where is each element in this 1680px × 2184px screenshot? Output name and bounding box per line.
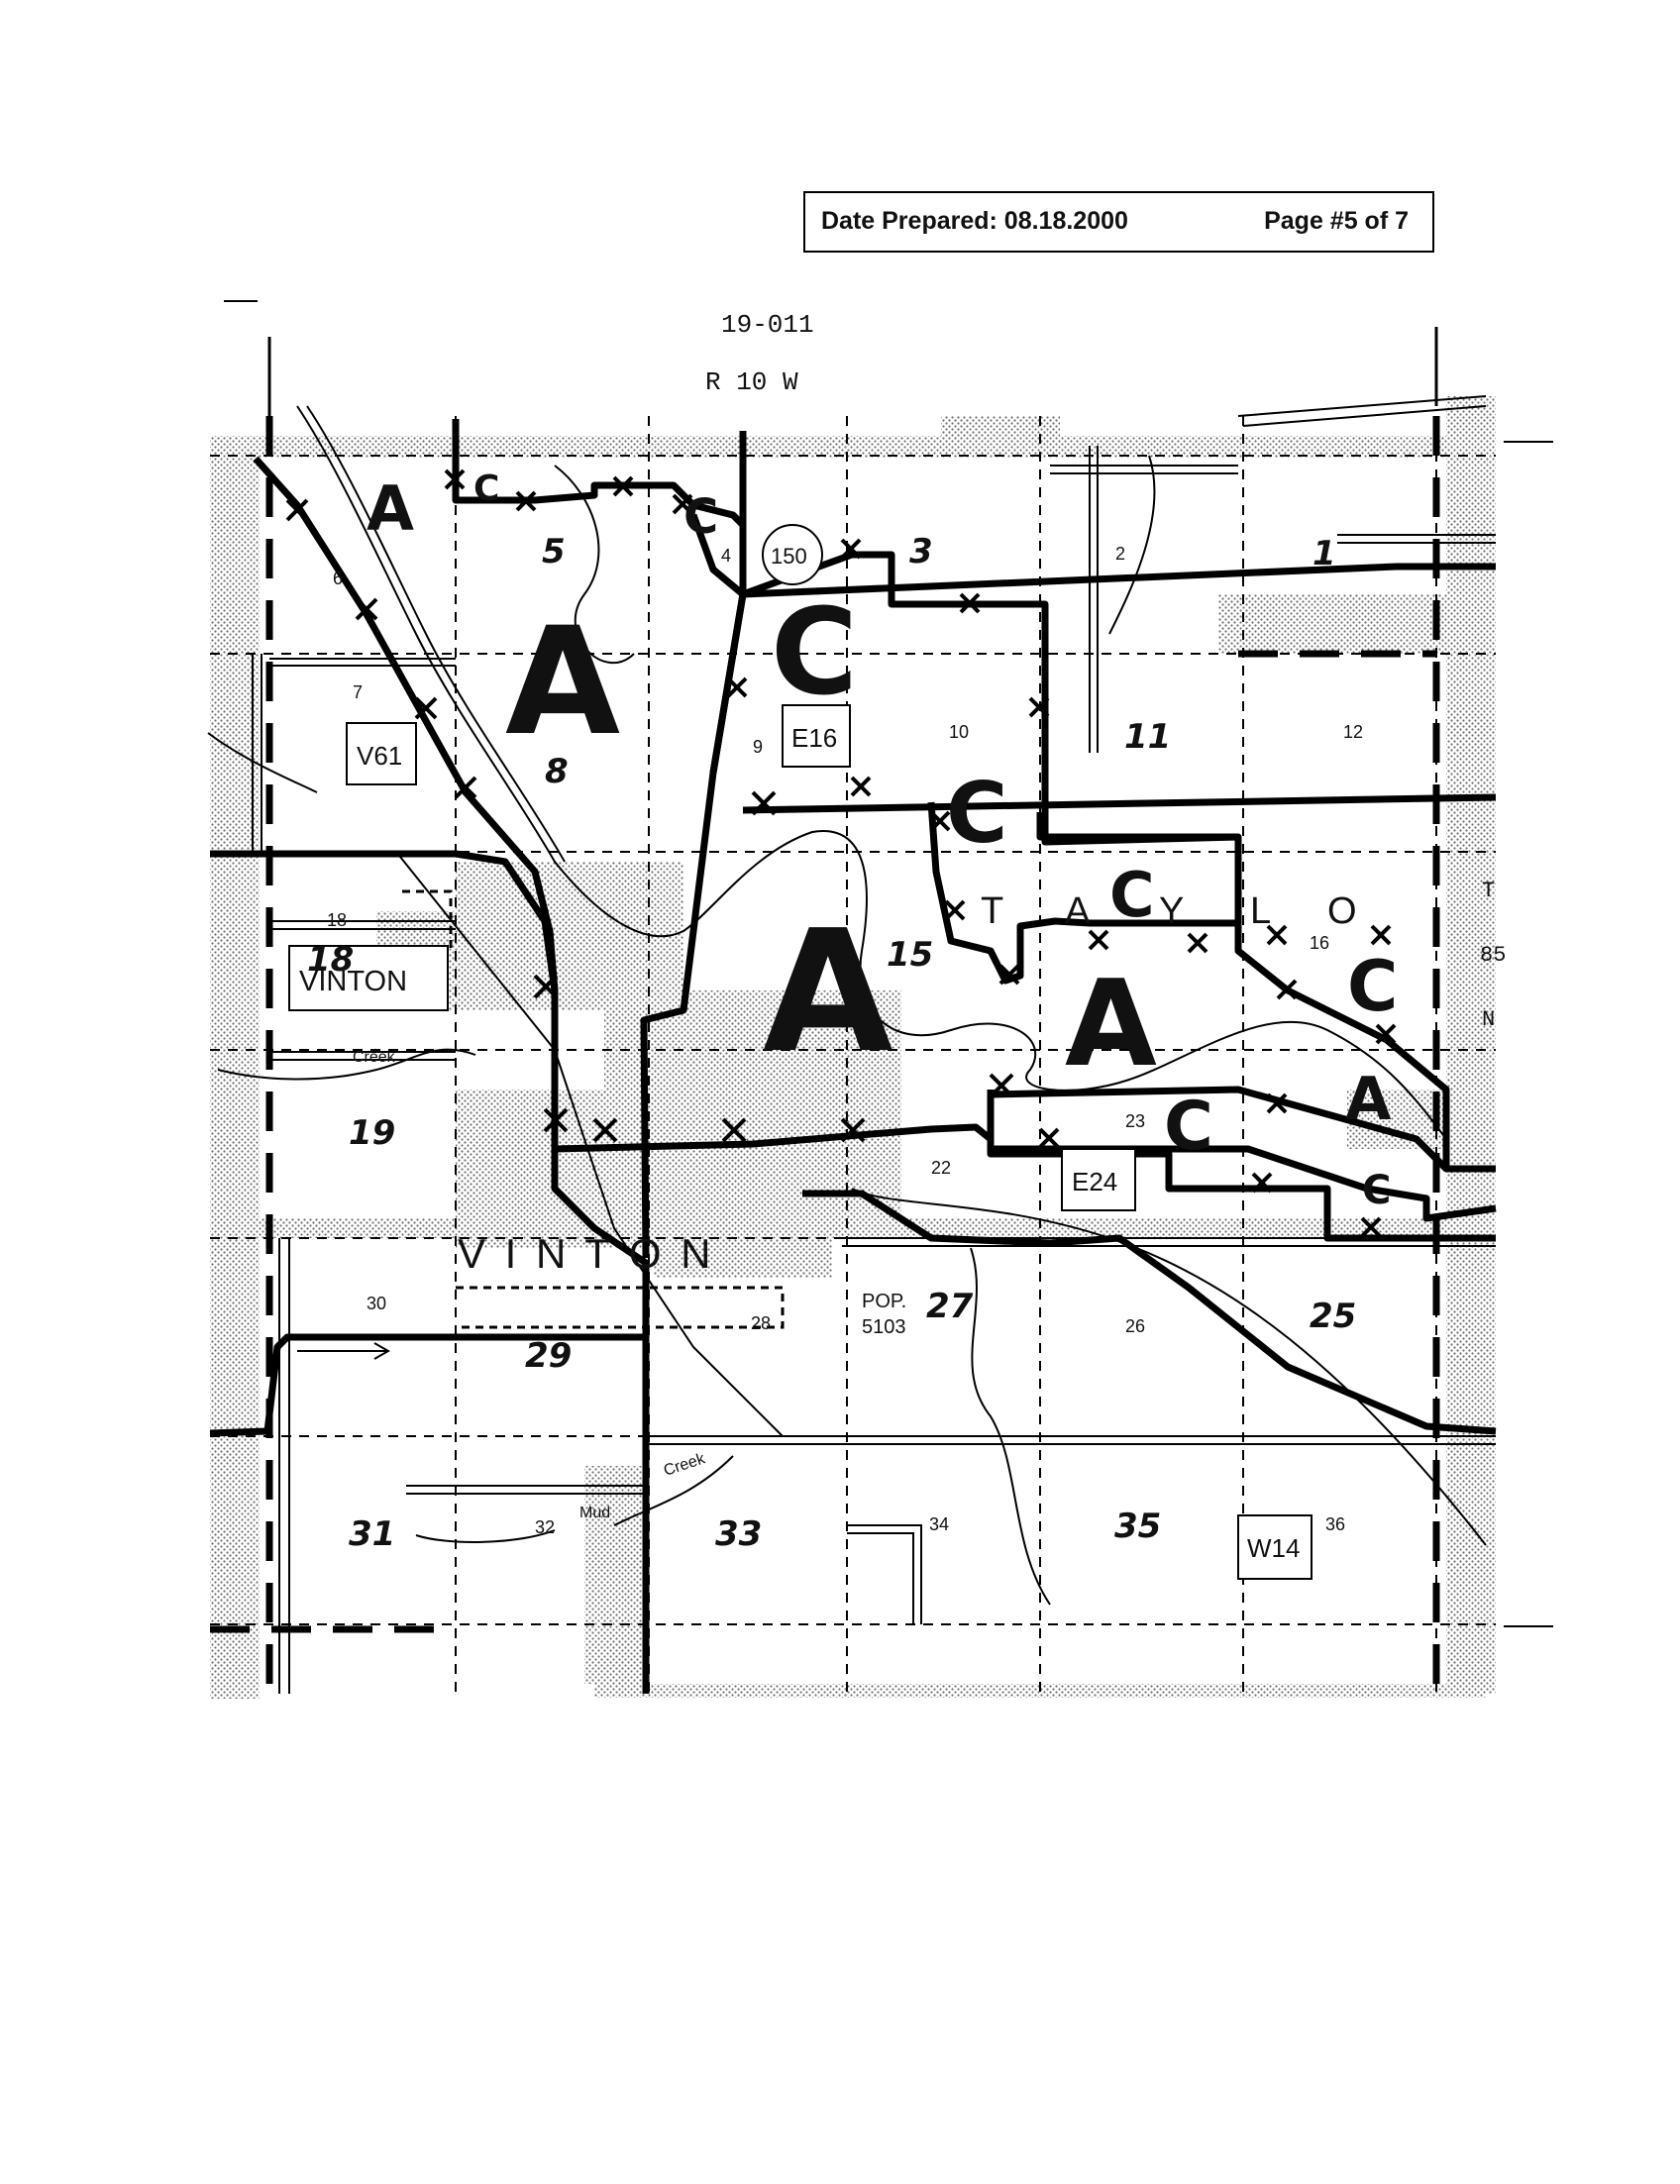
svg-text:10: 10 <box>949 722 969 742</box>
svg-text:A: A <box>763 894 893 1091</box>
svg-text:27: 27 <box>926 1287 974 1326</box>
road-e24-label: E24 <box>1072 1167 1117 1196</box>
page-number: Page #5 of 7 <box>1264 207 1409 235</box>
boundary-x-marks <box>285 468 1397 1238</box>
township-n: N <box>1482 1007 1495 1032</box>
handwritten-section-numbers: 1 3 5 8 11 15 18 19 25 27 29 31 33 35 <box>307 532 1356 1554</box>
svg-text:35: 35 <box>1114 1507 1161 1546</box>
svg-text:T: T <box>981 890 1003 932</box>
svg-text:C: C <box>1362 1168 1391 1213</box>
township-85: 85 <box>1480 943 1506 968</box>
svg-text:3: 3 <box>909 532 933 572</box>
svg-text:16: 16 <box>1310 933 1329 953</box>
pop-line-2: 5103 <box>862 1316 906 1338</box>
svg-text:2: 2 <box>1115 544 1125 564</box>
vinton-label: VINTON <box>299 966 407 997</box>
zone-boundaries <box>209 419 1497 1694</box>
svg-text:31: 31 <box>349 1514 395 1554</box>
svg-text:18: 18 <box>327 910 347 930</box>
svg-text:L: L <box>1250 890 1271 932</box>
township-boundary <box>210 416 1440 1694</box>
svg-text:C: C <box>946 765 1007 863</box>
svg-text:19: 19 <box>349 1113 395 1153</box>
township-name-letters: T A Y L O <box>981 890 1357 932</box>
svg-text:C: C <box>473 468 499 509</box>
range-label: R 10 W <box>705 367 798 397</box>
svg-text:A: A <box>505 596 620 769</box>
svg-text:12: 12 <box>1343 722 1363 742</box>
road-e16-label: E16 <box>791 723 837 753</box>
svg-text:26: 26 <box>1125 1316 1145 1336</box>
highway-150-label: 150 <box>771 544 807 569</box>
creek-label-2: Creek <box>662 1450 708 1480</box>
svg-text:9: 9 <box>753 737 763 757</box>
svg-text:A: A <box>367 472 414 545</box>
svg-text:23: 23 <box>1125 1111 1145 1131</box>
svg-text:18: 18 <box>307 940 354 980</box>
svg-text:6: 6 <box>333 569 343 588</box>
svg-text:28: 28 <box>751 1313 771 1333</box>
svg-text:O: O <box>1327 890 1357 932</box>
printed-section-numbers: 2 4 6 7 9 10 12 16 18 22 23 26 28 30 32 … <box>327 544 1363 1537</box>
road-w14-label: W14 <box>1247 1533 1300 1563</box>
svg-text:25: 25 <box>1310 1297 1356 1336</box>
township-t: T <box>1482 879 1495 903</box>
svg-text:1: 1 <box>1312 534 1336 573</box>
creek-label-1: Creek <box>353 1049 396 1066</box>
svg-text:A: A <box>1065 956 1157 1093</box>
map-id-label: 19-011 <box>721 310 814 340</box>
date-prepared: Date Prepared: 08.18.2000 <box>821 207 1128 235</box>
svg-text:5: 5 <box>542 532 566 572</box>
vinton-town-band: V I N T O N <box>458 1230 715 1277</box>
svg-text:C: C <box>771 584 858 722</box>
svg-text:11: 11 <box>1124 717 1171 757</box>
county-road-markers: V61 E16 E24 W14 <box>346 704 1312 1580</box>
svg-text:15: 15 <box>887 935 933 975</box>
highway-150-marker <box>762 524 823 585</box>
header-info-box: Date Prepared: 08.18.2000 Page #5 of 7 <box>803 191 1434 253</box>
svg-text:36: 36 <box>1325 1514 1345 1534</box>
svg-text:22: 22 <box>931 1158 951 1178</box>
svg-text:34: 34 <box>929 1514 949 1534</box>
vinton-label-box <box>288 945 449 1011</box>
rivers <box>207 405 1447 1606</box>
road-v61-label: V61 <box>357 741 402 771</box>
svg-text:C: C <box>1347 946 1398 1027</box>
svg-text:C: C <box>683 489 718 545</box>
pop-line-1: POP. <box>862 1291 906 1312</box>
svg-text:32: 32 <box>535 1517 555 1537</box>
svg-text:30: 30 <box>367 1294 386 1313</box>
population-label: POP. 5103 <box>862 1291 912 1338</box>
svg-text:29: 29 <box>525 1336 572 1376</box>
mud-label: Mud <box>579 1505 610 1521</box>
svg-text:A: A <box>1345 1065 1392 1134</box>
svg-text:4: 4 <box>721 546 731 566</box>
direction-arrow <box>297 1342 391 1360</box>
svg-text:C: C <box>1164 1088 1213 1166</box>
zone-letters: A C C A C C C A A C A C C <box>367 468 1398 1213</box>
svg-text:C: C <box>1109 859 1155 931</box>
svg-text:Y: Y <box>1159 890 1184 932</box>
shaded-areas <box>210 396 1496 1699</box>
svg-text:33: 33 <box>715 1514 762 1554</box>
city-boundary <box>402 889 785 1329</box>
svg-text:8: 8 <box>545 752 569 791</box>
svg-text:A: A <box>1065 890 1091 932</box>
svg-text:7: 7 <box>353 682 363 702</box>
